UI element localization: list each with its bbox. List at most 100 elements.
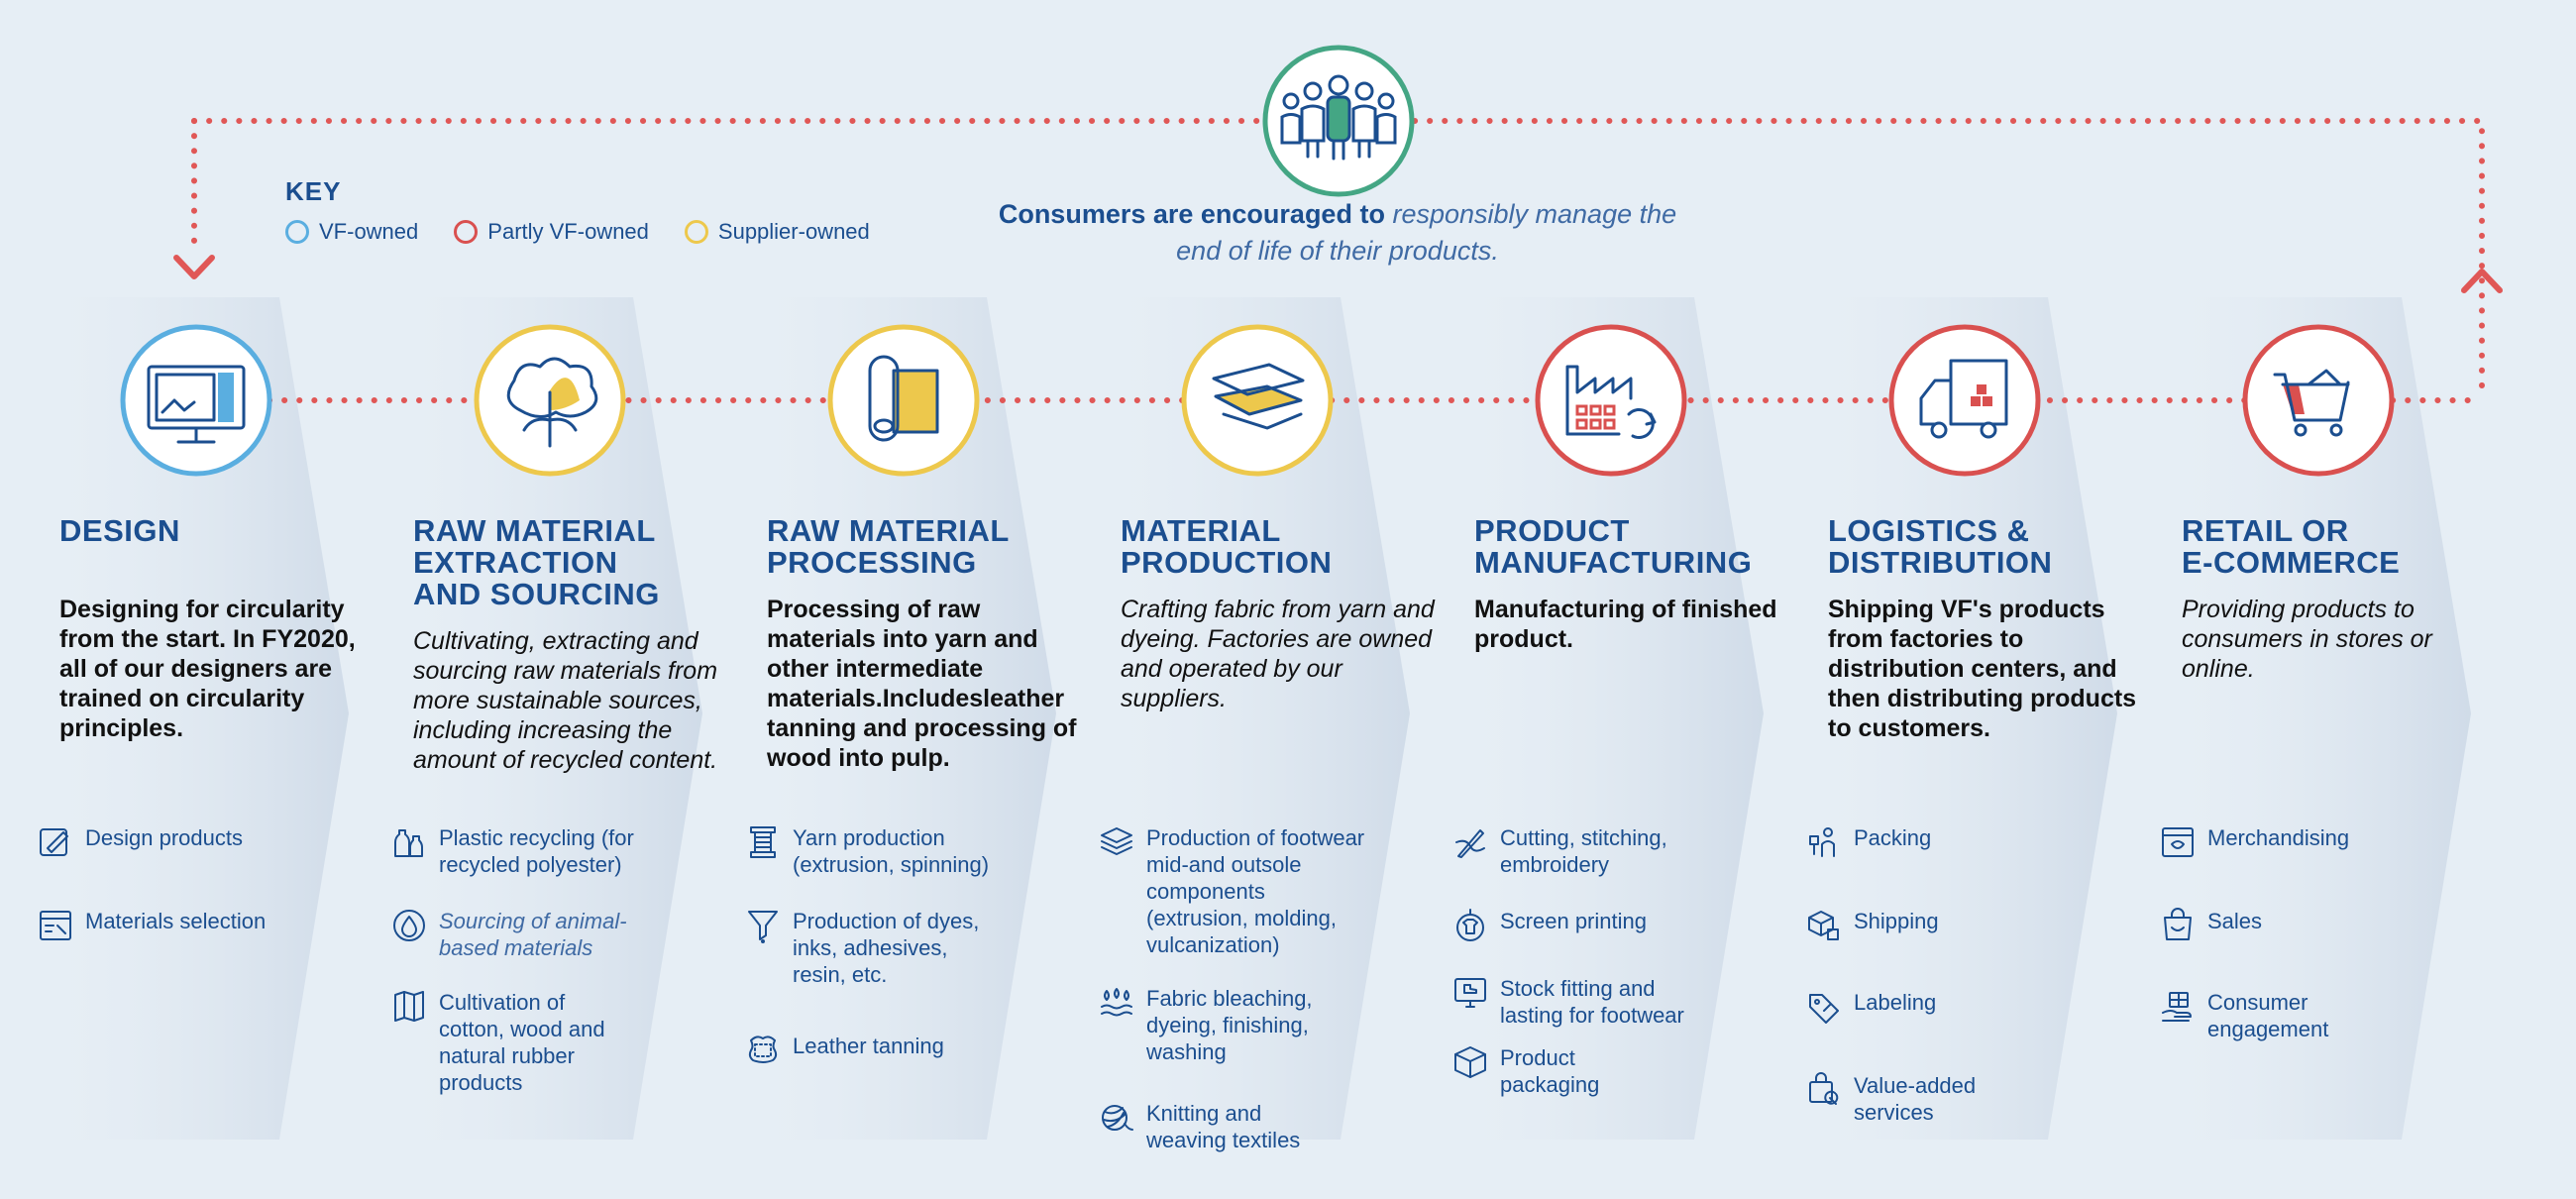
stage-title: RAW MATERIAL PROCESSING <box>767 513 1010 580</box>
boxes-shipping-icon <box>1808 911 1839 940</box>
activity-item: Sales <box>2160 908 2477 943</box>
consumer-message-highlight: responsibly manage <box>1392 199 1633 229</box>
box-icon <box>1454 1046 1486 1078</box>
activity-label: Packing <box>1854 825 1932 850</box>
key-label: Partly VF-owned <box>487 219 649 244</box>
activity-label: Production of footwear mid-and outsole c… <box>1146 825 1365 957</box>
key-item-2: Supplier-owned <box>684 219 870 245</box>
tshirt-print-icon <box>1456 909 1484 941</box>
activity-item: Fabric bleaching, dyeing, finishing, was… <box>1099 985 1416 1065</box>
stage-circle-material-production <box>1181 324 1334 477</box>
key-dot-icon <box>684 220 708 244</box>
stage-panel-raw-extraction <box>383 297 702 1140</box>
fabric-layers-icon <box>1212 363 1305 430</box>
stage-panel-material-production <box>1091 297 1410 1140</box>
gift-hand-icon <box>2162 992 2192 1022</box>
activity-label: Cultivation of cotton, wood and natural … <box>439 990 605 1095</box>
stage-circle-product-manufacturing <box>1535 324 1687 477</box>
activity-item: Labeling <box>1806 989 2123 1025</box>
activity-label: Product packaging <box>1500 1045 1600 1097</box>
activity-label: Plastic recycling (for recycled polyeste… <box>439 825 634 877</box>
stage-description: Crafting fabric from yarn and dyeing. Fa… <box>1121 596 1435 712</box>
consumers-group-icon <box>1280 74 1397 161</box>
activity-item: Consumer engagement <box>2160 989 2477 1042</box>
activity-item: Production of dyes, inks, adhesives, res… <box>745 908 1062 988</box>
key-item-0: VF-owned <box>285 219 418 245</box>
needle-thread-icon <box>1455 829 1485 858</box>
stage-description: Shipping VF's products from factories to… <box>1828 596 2137 742</box>
activity-label: Sourcing of animal- based materials <box>439 909 627 960</box>
activity-item: Shipping <box>1806 908 2123 943</box>
activity-item: Sourcing of animal- based materials <box>391 908 708 961</box>
activity-item: Packing <box>1806 824 2123 860</box>
smile-bag-icon <box>2164 908 2192 940</box>
activity-item: Yarn production (extrusion, spinning) <box>745 824 1062 878</box>
stage-circle-raw-processing <box>827 324 980 477</box>
arrow-up-chevron <box>2461 269 2503 293</box>
activity-label: Shipping <box>1854 909 1939 933</box>
key-label: Supplier-owned <box>717 219 870 244</box>
stage-circle-design <box>120 324 272 477</box>
stage-description: Designing for circularity from the start… <box>59 596 356 742</box>
activity-item: Plastic recycling (for recycled polyeste… <box>391 824 708 878</box>
activity-label: Fabric bleaching, dyeing, finishing, was… <box>1146 986 1313 1064</box>
consumer-message-rest: the <box>1639 199 1677 229</box>
price-tag-icon <box>1809 994 1839 1024</box>
plastic-bottles-icon <box>394 829 423 857</box>
activity-label: Merchandising <box>2207 825 2350 850</box>
layers-icon <box>1101 827 1132 855</box>
cotton-plant-icon <box>506 357 598 448</box>
activity-label: Sales <box>2207 909 2263 933</box>
stage-title: MATERIAL PRODUCTION <box>1121 513 1333 580</box>
stage-title: DESIGN <box>59 513 180 548</box>
activity-item: Knitting and weaving textiles <box>1099 1100 1416 1153</box>
activity-label: Knitting and weaving textiles <box>1146 1101 1301 1152</box>
activity-item: Leather tanning <box>745 1033 1062 1068</box>
stage-circle-logistics <box>1888 324 2041 477</box>
stage-description: Manufacturing of finished product. <box>1474 596 1777 653</box>
activity-item: Production of footwear mid-and outsole c… <box>1099 824 1416 958</box>
map-field-icon <box>394 991 424 1022</box>
activity-item: Screen printing <box>1452 908 1770 943</box>
steam-drops-icon <box>1101 988 1132 1017</box>
arrow-down-chevron <box>173 255 215 279</box>
key-item-1: Partly VF-owned <box>454 219 649 245</box>
activity-item: Cultivation of cotton, wood and natural … <box>391 989 708 1096</box>
activity-label: Yarn production (extrusion, spinning) <box>793 825 990 877</box>
activity-item: Cutting, stitching, embroidery <box>1452 824 1770 878</box>
activity-item: Materials selection <box>38 908 355 943</box>
activity-label: Design products <box>85 825 243 850</box>
stage-panel-logistics <box>1798 297 2117 1140</box>
materials-board-icon <box>40 911 71 940</box>
factory-icon <box>1565 365 1657 439</box>
activity-item: Product packaging <box>1452 1044 1770 1098</box>
monitor-boot-icon <box>1454 978 1486 1008</box>
key-label: VF-owned <box>319 219 419 244</box>
activity-label: Cutting, stitching, embroidery <box>1500 825 1667 877</box>
key-dot-icon <box>454 220 479 244</box>
stage-circle-retail <box>2242 324 2395 477</box>
key-title: KEY <box>285 176 342 206</box>
activity-item: Merchandising <box>2160 824 2477 860</box>
yarn-ball-icon <box>1102 1105 1133 1131</box>
stage-title: PRODUCT MANUFACTURING <box>1474 513 1753 580</box>
activity-label: Materials selection <box>85 909 267 933</box>
stage-panel-raw-processing <box>737 297 1056 1140</box>
monitor-design-icon <box>147 365 246 444</box>
worker-packing-icon <box>1809 827 1835 857</box>
delivery-truck-icon <box>1919 359 2008 439</box>
activity-label: Leather tanning <box>793 1034 944 1058</box>
stage-title: RETAIL OR E-COMMERCE <box>2182 513 2401 580</box>
activity-label: Screen printing <box>1500 909 1647 933</box>
drop-icon <box>393 910 425 941</box>
funnel-icon <box>748 911 778 943</box>
storefront-icon <box>2162 827 2194 857</box>
stage-panel-retail <box>2152 297 2471 1140</box>
shopping-cart-icon <box>2273 369 2350 437</box>
activity-label: Consumer engagement <box>2207 990 2329 1041</box>
stage-circle-raw-extraction <box>474 324 626 477</box>
activity-label: Labeling <box>1854 990 1937 1015</box>
shopping-bag-service-icon <box>1809 1072 1839 1105</box>
stage-panel-product-manufacturing <box>1445 297 1764 1140</box>
